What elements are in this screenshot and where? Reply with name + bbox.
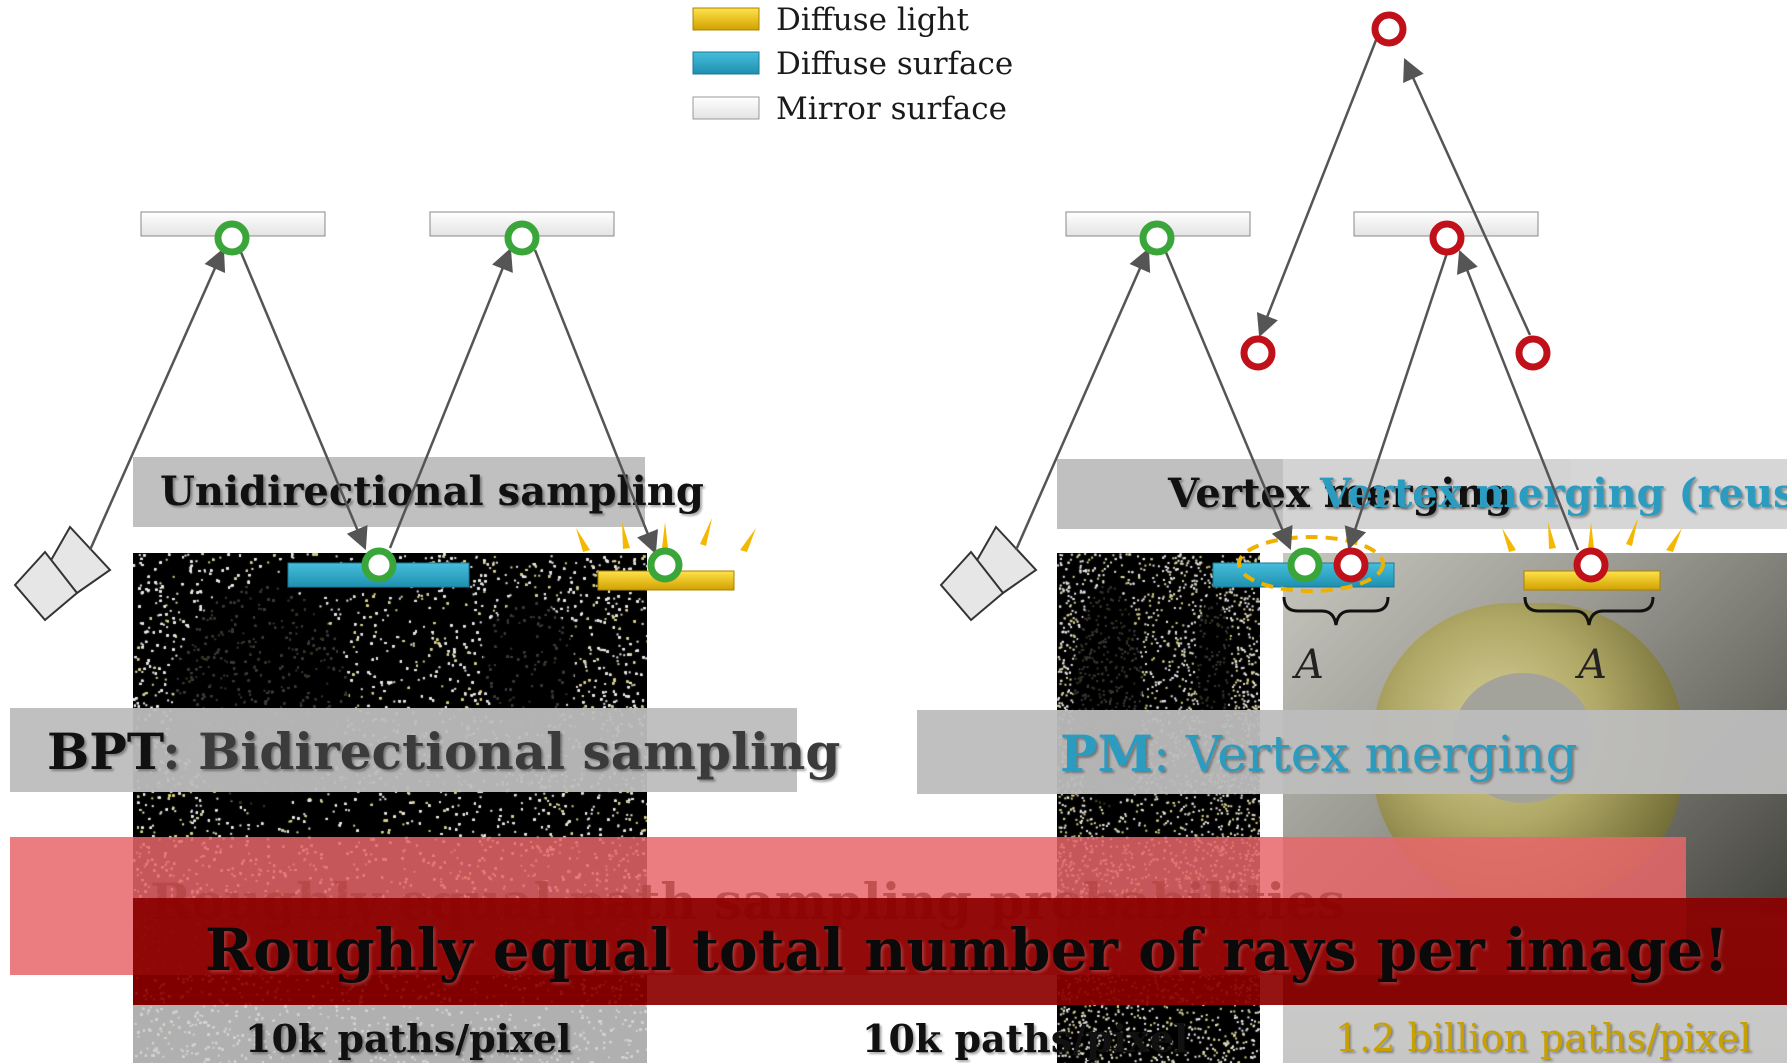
bpt-prefix: BPT xyxy=(47,722,163,781)
legend-label-mirror: Mirror surface xyxy=(776,91,1007,127)
vertex-merging-reuse-label: Vertex merging (reuse) xyxy=(1320,470,1787,517)
paths-left xyxy=(88,247,658,555)
area-braces xyxy=(1282,596,1655,626)
light-rays-right xyxy=(1502,518,1682,552)
paths-box-left xyxy=(133,1005,647,1063)
legend-swatch-mirror xyxy=(692,96,760,120)
paths-label-right: 1.2 billion paths/pixel xyxy=(1335,1016,1752,1060)
vertices-right-green xyxy=(1139,220,1323,583)
pm-label-box xyxy=(917,710,1787,794)
merge-radius-ellipse xyxy=(1237,535,1385,593)
vertex-merging-label: Vertex merging xyxy=(1168,470,1513,517)
bpt-label-box xyxy=(10,708,797,792)
banner-main-text: Roughly equal total number of rays per i… xyxy=(205,916,1729,984)
pm-label: PM: Vertex merging xyxy=(1060,724,1578,783)
legend-swatch-surface xyxy=(692,51,760,75)
legend-label-surface: Diffuse surface xyxy=(776,46,1014,82)
vertices-right-red xyxy=(1240,11,1609,583)
paths-right xyxy=(1014,29,1580,551)
paths-label-mid: 10k paths/pixel xyxy=(862,1016,1189,1061)
pm-rest: : Vertex merging xyxy=(1152,725,1578,783)
unidirectional-label-box xyxy=(133,457,645,527)
legend-swatch-light xyxy=(692,7,760,31)
unidirectional-label: Unidirectional sampling xyxy=(160,468,704,515)
area-label-a2: A xyxy=(1574,642,1607,688)
camera-right-icon xyxy=(939,525,1038,622)
banner-dark xyxy=(133,898,1787,1005)
legend-label-light: Diffuse light xyxy=(776,2,969,38)
vertices-left xyxy=(214,220,683,583)
bpt-rest: : Bidirectional sampling xyxy=(162,722,841,781)
light-rays-left xyxy=(576,518,756,552)
paths-box-right xyxy=(1283,1005,1787,1063)
bpt-label: BPT: Bidirectional sampling xyxy=(47,722,840,781)
camera-left-icon xyxy=(13,525,112,622)
pm-prefix: PM xyxy=(1060,724,1153,783)
paths-label-left: 10k paths/pixel xyxy=(245,1016,572,1061)
area-label-a1: A xyxy=(1291,642,1324,688)
